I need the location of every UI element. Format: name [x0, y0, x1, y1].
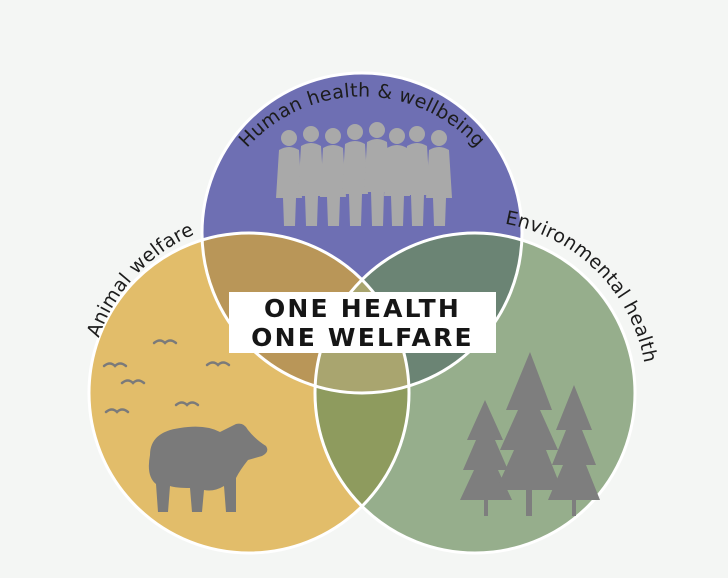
center-title-box: ONE HEALTH ONE WELFARE [229, 292, 496, 353]
birds-icon [102, 339, 231, 414]
circle-outlines [87, 71, 637, 555]
bear-icon [148, 423, 268, 512]
people-group-icon [276, 122, 452, 226]
center-title-line1: ONE HEALTH [263, 293, 462, 323]
center-title-line2: ONE WELFARE [251, 322, 474, 352]
pine-trees-icon [460, 352, 600, 516]
